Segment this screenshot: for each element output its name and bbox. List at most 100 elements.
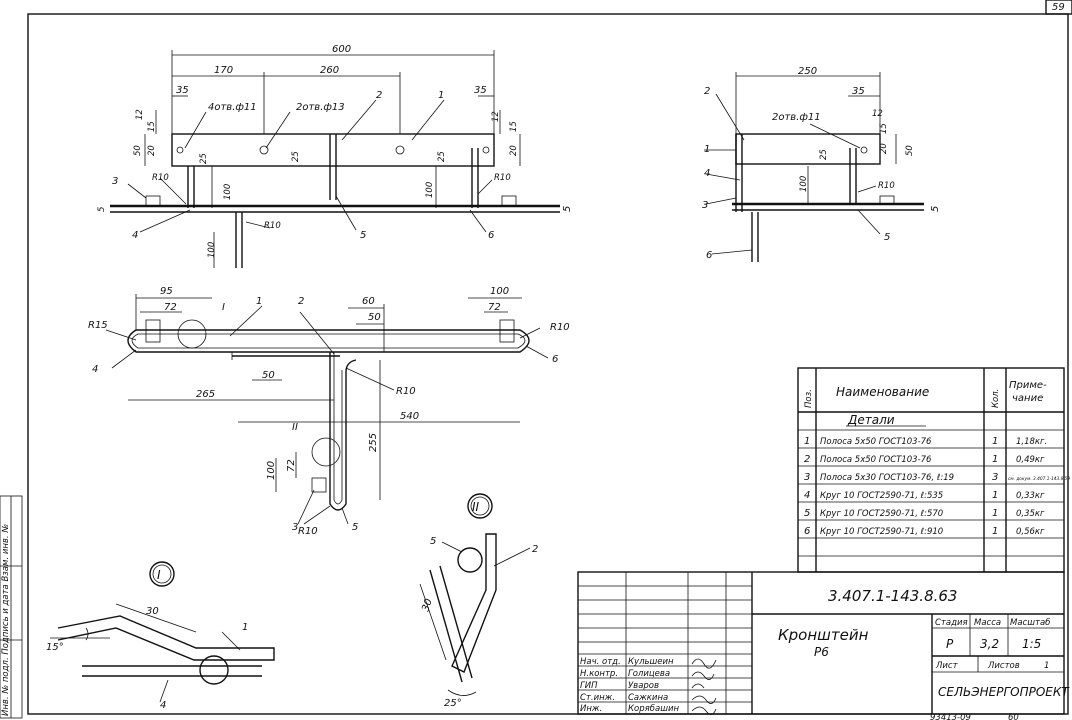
signature-row: ГИП Уваров xyxy=(580,681,705,691)
callout-6-plan: 6 xyxy=(552,354,558,365)
sheet-header: Лист xyxy=(935,661,959,671)
radius-plan-a: R10 xyxy=(550,322,570,333)
dim-60: 60 xyxy=(362,296,375,307)
callout-2-left: 2 xyxy=(376,90,382,101)
stage-value: Р xyxy=(946,637,954,651)
dim-540: 540 xyxy=(400,411,419,422)
sheet-frame xyxy=(27,13,1069,715)
title-block xyxy=(577,571,1065,715)
signature-row: Ст.инж. Сажкина xyxy=(580,693,717,704)
scale-value: 1:5 xyxy=(1022,637,1041,651)
page-number: 59 xyxy=(1052,2,1065,13)
dim-20-right: 20 xyxy=(509,145,519,156)
callout-1-right: 1 xyxy=(704,144,710,155)
callout-5-left: 5 xyxy=(360,230,366,241)
svg-text:Кульшеин: Кульшеин xyxy=(628,657,674,667)
dim-15-left: 15 xyxy=(147,121,157,132)
svg-text:1: 1 xyxy=(804,436,810,447)
scale-header: Масштаб xyxy=(1010,618,1050,628)
dim-50-b: 50 xyxy=(262,370,275,381)
svg-text:Уваров: Уваров xyxy=(628,681,659,691)
dim-35-r: 35 xyxy=(852,86,865,97)
section-mark-left: 5 xyxy=(562,206,573,212)
svg-text:3: 3 xyxy=(992,472,998,483)
spec-header-qty: Кол. xyxy=(991,389,1001,408)
spec-header-note-2: чание xyxy=(1012,393,1043,404)
detail-mark-2-plan: II xyxy=(292,422,298,433)
radius-r15: R15 xyxy=(88,320,108,331)
svg-text:0,35кг: 0,35кг xyxy=(1016,509,1045,519)
callout-1-plan: 1 xyxy=(256,296,262,307)
callout-3-left: 3 xyxy=(112,176,118,187)
svg-text:Полоса 5х50 ГОСТ103-76: Полоса 5х50 ГОСТ103-76 xyxy=(820,455,932,465)
spec-header-pos: Поз. xyxy=(804,389,814,408)
holes-2x13: 2отв.ф13 xyxy=(296,102,345,113)
title: Кронштейн xyxy=(778,626,869,644)
holes-2x11-r: 2отв.ф11 xyxy=(772,112,821,123)
dim-100-r: 100 xyxy=(799,176,809,192)
callout-4-left: 4 xyxy=(132,230,138,241)
dim-25-r: 25 xyxy=(819,149,829,160)
dim-25-a: 25 xyxy=(199,153,209,164)
spec-row: 1 Полоса 5х50 ГОСТ103-76 1 1,18кг. xyxy=(804,436,1047,447)
svg-text:Н.контр.: Н.контр. xyxy=(580,669,618,679)
svg-text:1: 1 xyxy=(992,436,998,447)
side-stamp: Инв. № подл. Подпись и дата Взам. инв. № xyxy=(0,495,23,719)
dim-25-c: 25 xyxy=(437,151,447,162)
spec-header-name: Наименование xyxy=(836,385,929,399)
radius-left-a: R10 xyxy=(152,173,169,183)
dim-600: 600 xyxy=(332,44,351,55)
spec-row: 4 Круг 10 ГОСТ2590-71, ℓ:535 1 0,33кг xyxy=(804,490,1045,501)
svg-text:Инж.: Инж. xyxy=(580,704,602,714)
svg-text:Сажкина: Сажкина xyxy=(628,693,668,703)
svg-text:0,49кг: 0,49кг xyxy=(1016,455,1045,465)
holes-4x11: 4отв.ф11 xyxy=(208,102,257,113)
spec-row: 5 Круг 10 ГОСТ2590-71, ℓ:570 1 0,35кг xyxy=(804,508,1045,519)
svg-text:см. докум. 3.407.1-143.8.59: см. докум. 3.407.1-143.8.59 xyxy=(1008,476,1070,482)
signature-row: Нач. отд. Кульшеин xyxy=(580,657,717,669)
svg-text:1: 1 xyxy=(992,526,998,537)
svg-text:Корябашин: Корябашин xyxy=(628,704,679,714)
svg-text:1: 1 xyxy=(992,490,998,501)
dim-15-right: 15 xyxy=(509,121,519,132)
callout-6-left: 6 xyxy=(488,230,494,241)
section-mark-right: 5 xyxy=(930,206,941,212)
detail-1-callout-4: 4 xyxy=(160,700,166,711)
svg-text:1: 1 xyxy=(992,508,998,519)
side-stamp-text: Инв. № подл. Подпись и дата Взам. инв. № xyxy=(1,524,11,716)
dim-100-low: 100 xyxy=(207,242,217,258)
plan-view xyxy=(105,294,549,525)
mass-header: Масса xyxy=(974,618,1001,628)
svg-text:4: 4 xyxy=(804,490,810,501)
sheets-header: Листов xyxy=(987,661,1020,671)
callout-6-right: 6 xyxy=(706,250,712,261)
callout-5-plan: 5 xyxy=(352,522,358,533)
svg-text:Ст.инж.: Ст.инж. xyxy=(580,693,615,703)
detail-2-angle: 25° xyxy=(444,698,462,709)
dim-5-left: 5 xyxy=(97,207,107,212)
svg-text:3: 3 xyxy=(804,472,810,483)
spec-header-note: Приме- xyxy=(1009,380,1047,391)
dim-72-a: 72 xyxy=(164,302,177,313)
spec-row: 6 Круг 10 ГОСТ2590-71, ℓ:910 1 0,56кг xyxy=(804,526,1045,537)
spec-section: Детали xyxy=(847,413,895,427)
bottom-page: 60 xyxy=(1008,713,1019,720)
svg-text:2: 2 xyxy=(804,454,810,465)
dim-50-a: 50 xyxy=(368,312,381,323)
dim-35-left: 35 xyxy=(176,85,189,96)
dim-20-r: 20 xyxy=(879,143,889,154)
spec-row: 2 Полоса 5х50 ГОСТ103-76 1 0,49кг xyxy=(804,454,1045,465)
stage-header: Стадия xyxy=(935,618,968,628)
dim-20-left: 20 xyxy=(147,145,157,156)
callout-5-right: 5 xyxy=(884,232,890,243)
dim-170: 170 xyxy=(214,65,233,76)
svg-text:1: 1 xyxy=(992,454,998,465)
detail-2 xyxy=(419,493,531,696)
dim-12-r: 12 xyxy=(872,109,883,119)
callout-4-plan: 4 xyxy=(92,364,98,375)
dim-12-left: 12 xyxy=(135,109,145,120)
svg-text:Голицева: Голицева xyxy=(628,669,670,679)
callout-2-right: 2 xyxy=(704,86,710,97)
svg-text:Круг 10 ГОСТ2590-71, ℓ:910: Круг 10 ГОСТ2590-71, ℓ:910 xyxy=(820,527,943,537)
